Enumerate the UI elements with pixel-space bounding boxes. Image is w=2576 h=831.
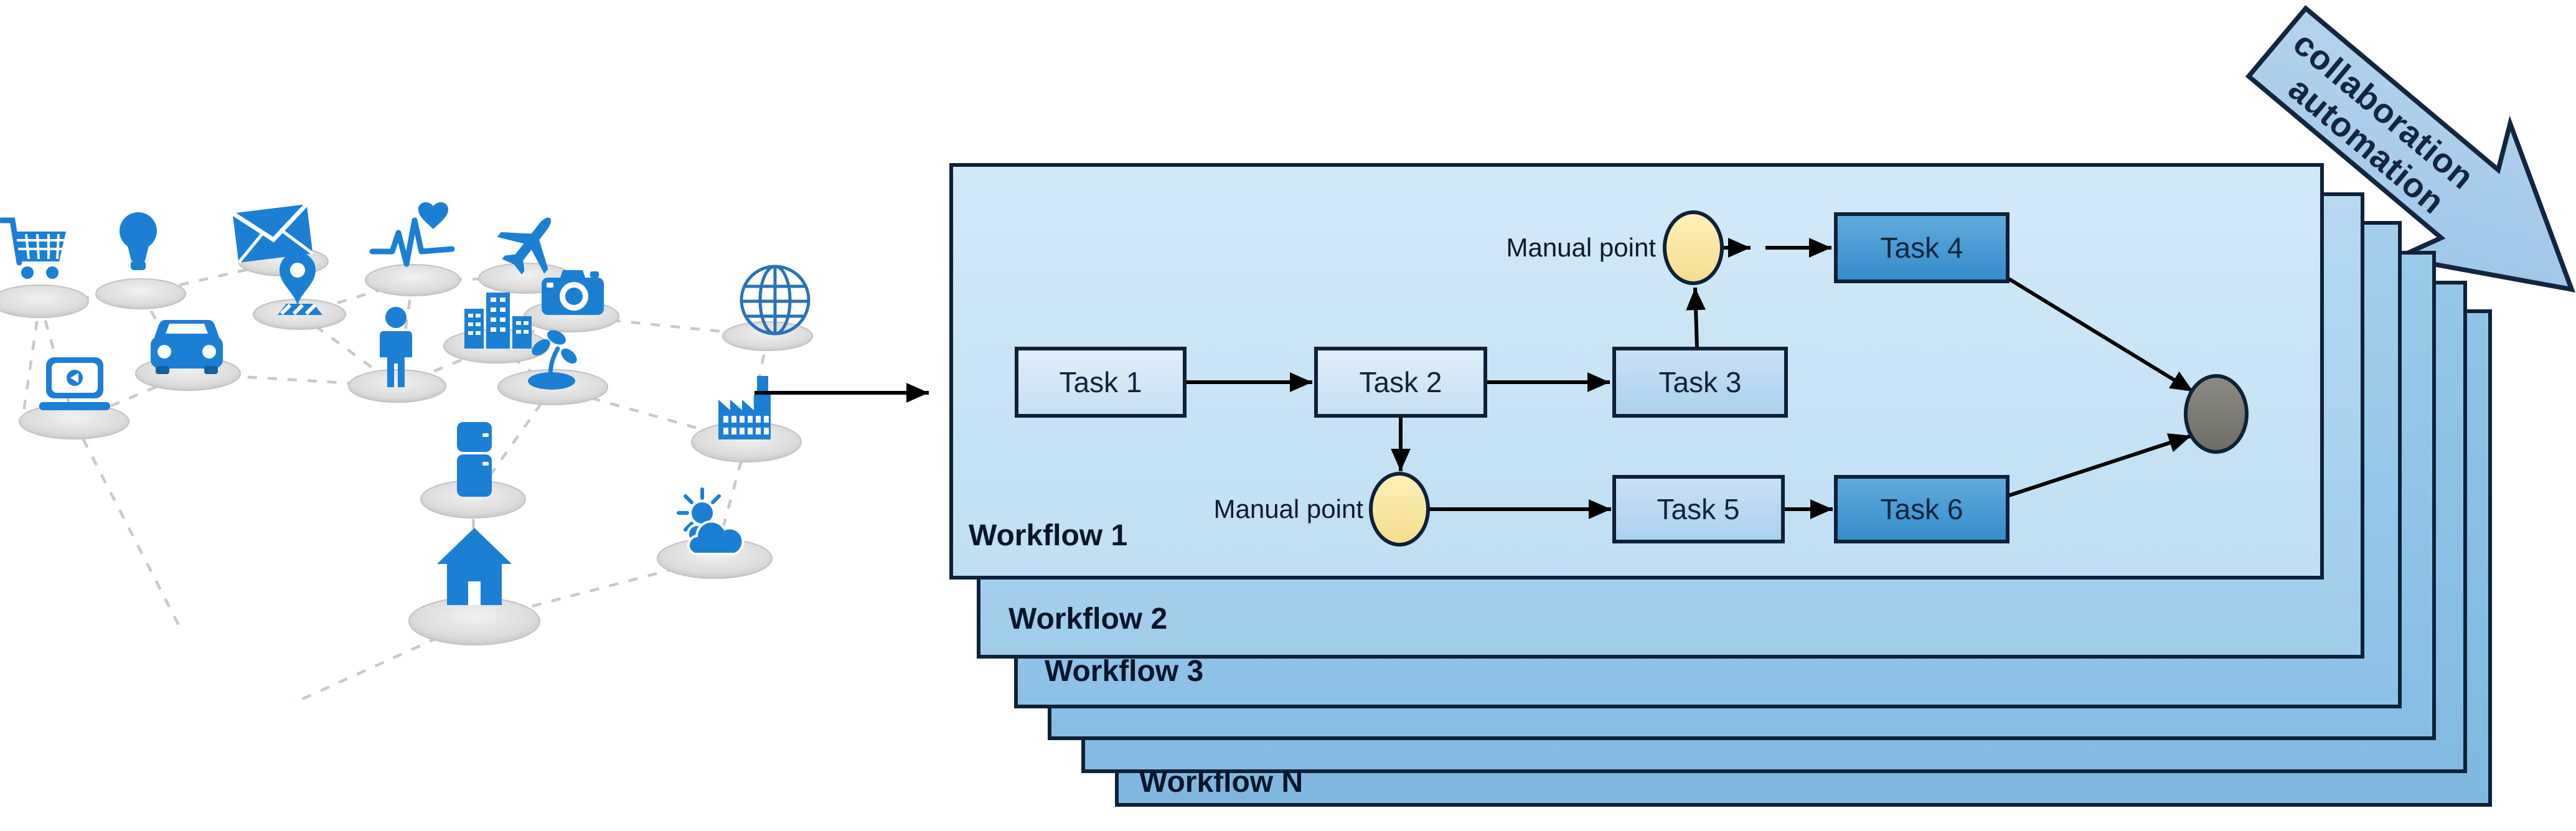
task-3-label: Task 3 — [1659, 366, 1742, 398]
task-4-label: Task 4 — [1881, 232, 1963, 264]
camera-icon — [542, 270, 604, 315]
task-3-box — [1612, 347, 1788, 418]
refrigerator-icon — [457, 422, 492, 497]
arrow-task3-manualpoint — [1686, 287, 1706, 348]
globe-icon — [740, 265, 811, 336]
airplane-icon — [497, 217, 551, 275]
buildings-icon — [464, 293, 532, 349]
manual-point-top-label: Manual point — [1507, 233, 1657, 262]
workflow-2-label: Workflow 2 — [1008, 603, 1167, 636]
sun-cloud-icon — [677, 487, 745, 555]
plant-icon — [528, 330, 577, 390]
house-icon — [437, 528, 512, 605]
end-node — [2184, 374, 2249, 454]
icon-network — [0, 202, 813, 705]
map-pin-icon — [278, 252, 322, 316]
manual-point-bottom-label: Manual point — [1214, 494, 1364, 523]
arrow-task4-end — [2008, 277, 2194, 393]
heartbeat-icon — [369, 202, 455, 267]
workflow-3-label: Workflow 3 — [1045, 655, 1203, 688]
arrow-task6-end — [2008, 433, 2192, 497]
workflow-1-label: Workflow 1 — [969, 519, 1127, 552]
envelope-icon — [231, 202, 314, 264]
task-6-label: Task 6 — [1881, 493, 1963, 525]
car-icon — [151, 320, 223, 374]
manual-point-circle-bottom — [1369, 472, 1430, 547]
task-4-box — [1834, 212, 2010, 283]
task-1-label: Task 1 — [1060, 366, 1142, 398]
lightbulb-icon — [120, 212, 157, 270]
shopping-cart-icon — [0, 217, 66, 279]
workflow-n-label: Workflow N — [1139, 766, 1303, 799]
flowchart: Task 1 Task 2 Task 3 Task 4 Task 5 Task … — [1015, 210, 2249, 547]
task-5-box — [1612, 475, 1785, 543]
laptop-icon — [39, 357, 110, 410]
task-1-box — [1015, 347, 1187, 418]
task-2-label: Task 2 — [1360, 366, 1442, 398]
task-6-box — [1834, 475, 2010, 543]
person-icon — [380, 307, 412, 387]
task-5-label: Task 5 — [1657, 493, 1740, 525]
task-2-box — [1314, 347, 1487, 418]
manual-point-circle-top — [1663, 210, 1724, 285]
factory-icon — [718, 376, 771, 439]
workflow-labels: Workflow 1 Workflow 2 Workflow 3 Workflo… — [969, 519, 1303, 799]
network-platforms — [0, 246, 813, 646]
